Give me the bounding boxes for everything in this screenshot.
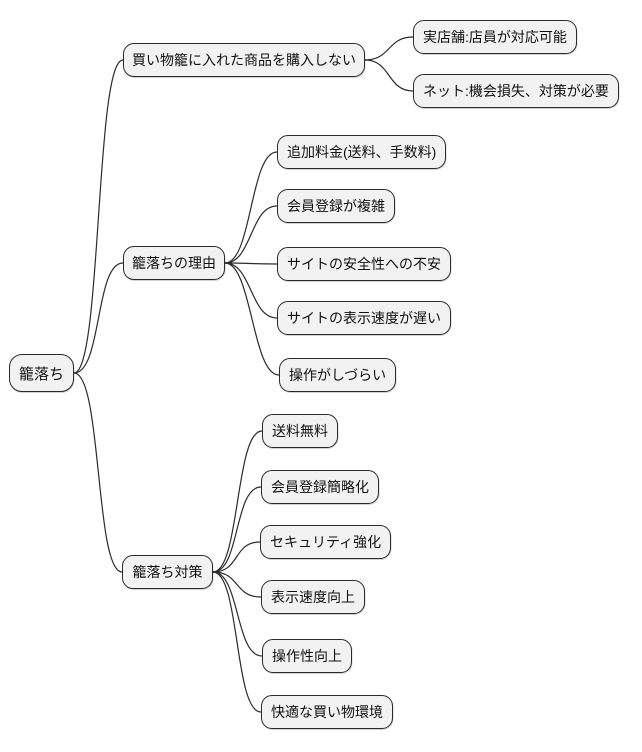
mindmap-node-site-security-concern: サイトの安全性への不安 [277, 247, 451, 281]
edge-branch-2-to-child-2 [212, 541, 261, 573]
mindmap-node-countermeasures: 籠落ち対策 [122, 555, 213, 589]
edge-branch-2-to-child-5 [212, 571, 262, 713]
edge-branch-0-to-child-0 [364, 36, 414, 61]
mindmap-node-reasons: 籠落ちの理由 [123, 246, 225, 280]
edge-branch-2-to-child-3 [212, 571, 262, 598]
mindmap-node-comfortable-shopping: 快適な買い物環境 [261, 695, 393, 729]
mindmap-node-free-shipping: 送料無料 [262, 414, 338, 448]
edge-branch-0-to-child-1 [364, 59, 414, 92]
mindmap-node-complex-registration: 会員登録が複雑 [277, 189, 395, 223]
edge-branch-2-to-child-0 [212, 430, 263, 573]
mindmap-node-root: 籠落ち [9, 354, 74, 392]
edge-branch-2-to-child-1 [212, 486, 262, 573]
edge-root-to-branch-0 [73, 59, 124, 374]
mindmap-node-cart-abandon-behavior: 買い物籠に入れた商品を購入しない [123, 43, 365, 77]
mindmap-node-slow-site: サイトの表示速度が遅い [277, 301, 451, 335]
mindmap-node-online-loss: ネット:機会損失、対策が必要 [413, 74, 619, 108]
mindmap-node-security-enhancement: セキュリティ強化 [260, 525, 392, 559]
mindmap-node-usability-improvement: 操作性向上 [262, 639, 352, 673]
mindmap-node-simplified-registration: 会員登録簡略化 [261, 470, 379, 504]
edge-branch-1-to-child-1 [224, 205, 278, 264]
mindmap-node-speed-improvement: 表示速度向上 [261, 580, 365, 614]
mindmap-node-physical-store: 実店舗:店員が対応可能 [413, 20, 577, 54]
edge-branch-1-to-child-0 [224, 151, 278, 264]
mindmap-node-extra-fees: 追加料金(送料、手数料) [277, 135, 447, 169]
edge-branch-1-to-child-2 [224, 262, 278, 265]
edge-branch-1-to-child-3 [224, 262, 278, 319]
mindmap-node-hard-to-operate: 操作がしづらい [279, 358, 397, 392]
edge-branch-2-to-child-4 [212, 571, 263, 657]
edge-root-to-branch-1 [73, 262, 124, 374]
edge-root-to-branch-2 [73, 372, 123, 573]
edge-branch-1-to-child-4 [224, 262, 280, 376]
